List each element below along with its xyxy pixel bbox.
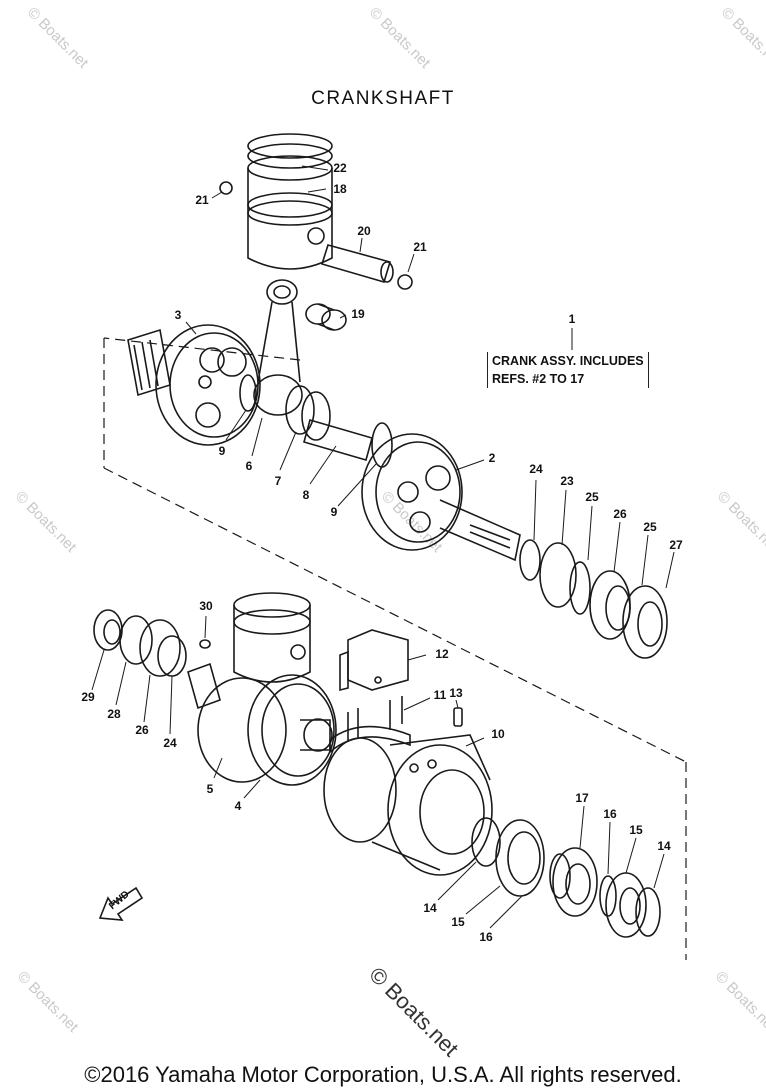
callout-21: 21 bbox=[413, 240, 427, 254]
circlip-21a bbox=[219, 181, 233, 195]
callout-8: 8 bbox=[302, 488, 310, 502]
callout-25: 25 bbox=[643, 520, 657, 534]
seal-stack-left bbox=[93, 609, 187, 677]
fwd-arrow bbox=[98, 886, 144, 921]
callout-20: 20 bbox=[357, 224, 371, 238]
callout-22: 22 bbox=[333, 161, 347, 175]
main-bearing-10 bbox=[323, 725, 493, 876]
connecting-rod bbox=[253, 279, 303, 416]
callout-14: 14 bbox=[423, 901, 437, 915]
callout-12: 12 bbox=[435, 647, 449, 661]
assembly-note: CRANK ASSY. INCLUDES REFS. #2 TO 17 bbox=[487, 352, 649, 388]
callout-2: 2 bbox=[488, 451, 496, 465]
bearing-9a bbox=[239, 374, 257, 412]
callout-27: 27 bbox=[669, 538, 683, 552]
diagram-title: CRANKSHAFT bbox=[311, 88, 455, 109]
callout-23: 23 bbox=[560, 474, 574, 488]
piston-pin-20 bbox=[320, 244, 394, 283]
assembly-note-line-2: REFS. #2 TO 17 bbox=[492, 372, 585, 386]
callout-24: 24 bbox=[529, 462, 543, 476]
callout-18: 18 bbox=[333, 182, 347, 196]
callout-6: 6 bbox=[245, 459, 253, 473]
callout-25: 25 bbox=[585, 490, 599, 504]
callout-29: 29 bbox=[81, 690, 95, 704]
crank-web-right bbox=[361, 433, 521, 562]
assembly-boundary bbox=[103, 337, 687, 960]
callout-24: 24 bbox=[163, 736, 177, 750]
callout-17: 17 bbox=[575, 791, 589, 805]
piston-lower bbox=[233, 592, 311, 683]
piston-upper bbox=[247, 133, 333, 270]
callout-19: 19 bbox=[351, 307, 365, 321]
callout-4: 4 bbox=[234, 799, 242, 813]
callout-13: 13 bbox=[449, 686, 463, 700]
callout-30: 30 bbox=[199, 599, 213, 613]
callout-9: 9 bbox=[330, 505, 338, 519]
assembly-note-line-1: CRANK ASSY. INCLUDES bbox=[492, 354, 644, 368]
callout-5: 5 bbox=[206, 782, 214, 796]
callout-3: 3 bbox=[174, 308, 182, 322]
callout-21: 21 bbox=[195, 193, 209, 207]
callout-16: 16 bbox=[479, 930, 493, 944]
seal-stack-upper bbox=[519, 539, 668, 659]
callout-16: 16 bbox=[603, 807, 617, 821]
copyright-footer: ©2016 Yamaha Motor Corporation, U.S.A. A… bbox=[84, 1062, 682, 1087]
crank-pin-8 bbox=[303, 419, 373, 461]
bearing-block-12 bbox=[339, 629, 409, 692]
seal-stack-lower bbox=[471, 817, 661, 938]
callout-9: 9 bbox=[218, 444, 226, 458]
callout-7: 7 bbox=[274, 474, 282, 488]
callout-1: 1 bbox=[568, 312, 576, 326]
circlip-21b bbox=[397, 274, 413, 290]
callout-28: 28 bbox=[107, 707, 121, 721]
leader-lines bbox=[91, 165, 675, 929]
needle-bearing-19 bbox=[305, 303, 347, 331]
callout-26: 26 bbox=[613, 507, 627, 521]
crank-web-left bbox=[127, 324, 261, 446]
callout-14: 14 bbox=[657, 839, 671, 853]
callout-26: 26 bbox=[135, 723, 149, 737]
callout-10: 10 bbox=[491, 727, 505, 741]
key-30 bbox=[199, 639, 211, 649]
dowel-pins-11 bbox=[347, 696, 403, 742]
callout-15: 15 bbox=[451, 915, 465, 929]
callout-11: 11 bbox=[433, 688, 447, 702]
callout-15: 15 bbox=[629, 823, 643, 837]
crank-lower bbox=[187, 662, 337, 786]
pin-13 bbox=[453, 707, 463, 727]
needle-bearing-7 bbox=[285, 385, 331, 441]
